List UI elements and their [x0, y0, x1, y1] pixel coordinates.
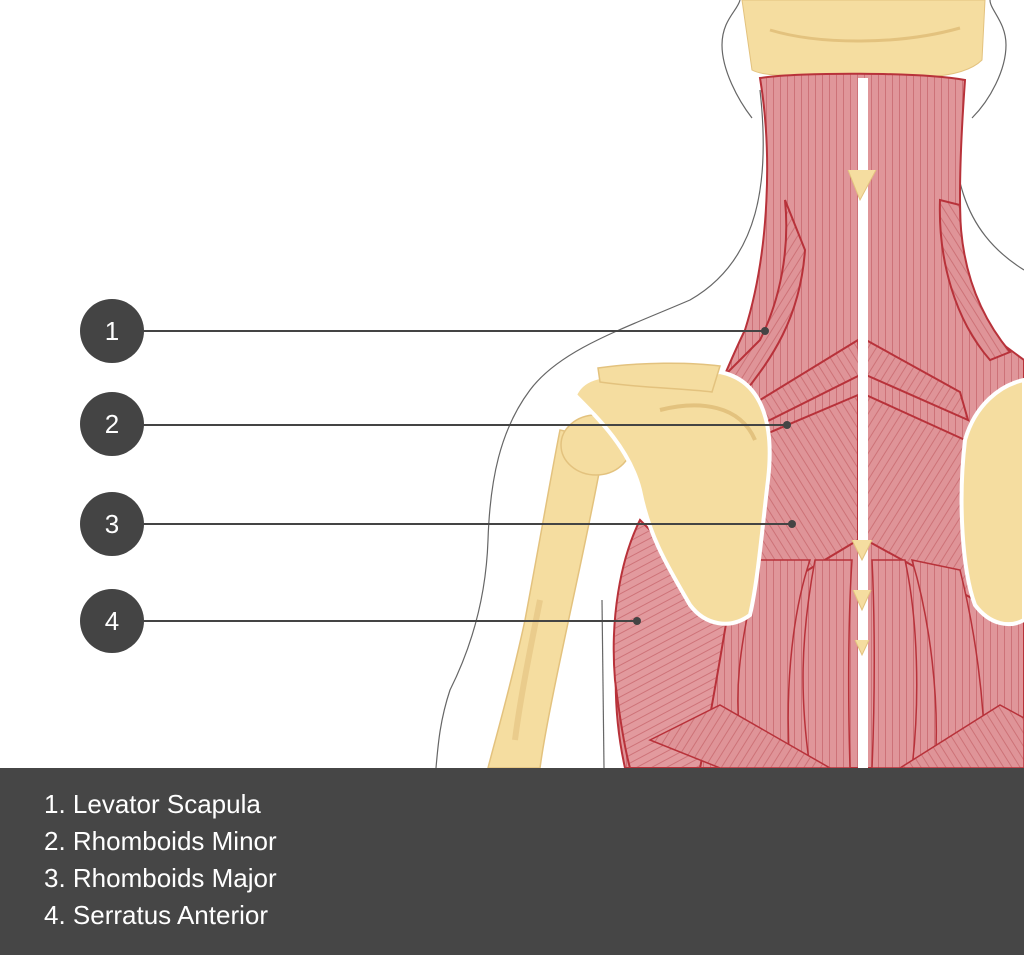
leader-lines — [112, 330, 792, 622]
skull — [741, 0, 986, 78]
marker-2: 2 — [80, 392, 144, 456]
marker-4: 4 — [80, 589, 144, 653]
marker-3: 3 — [80, 492, 144, 556]
scapula-right — [959, 377, 1024, 627]
leader-dots — [633, 327, 796, 625]
scapula-left — [572, 369, 772, 626]
legend-item-serratus-anterior: 4. Serratus Anterior — [44, 900, 268, 930]
legend-panel: 1. Levator Scapula 2. Rhomboids Minor 3.… — [0, 768, 1024, 955]
back-muscles-illustration — [112, 0, 1024, 768]
marker-1: 1 — [80, 299, 144, 363]
lower-back-muscles — [737, 559, 986, 768]
legend-item-rhomboids-major: 3. Rhomboids Major — [44, 863, 277, 893]
legend-item-rhomboids-minor: 2. Rhomboids Minor — [44, 826, 277, 856]
legend-item-levator-scapula: 1. Levator Scapula — [44, 789, 261, 819]
humerus — [487, 429, 606, 768]
